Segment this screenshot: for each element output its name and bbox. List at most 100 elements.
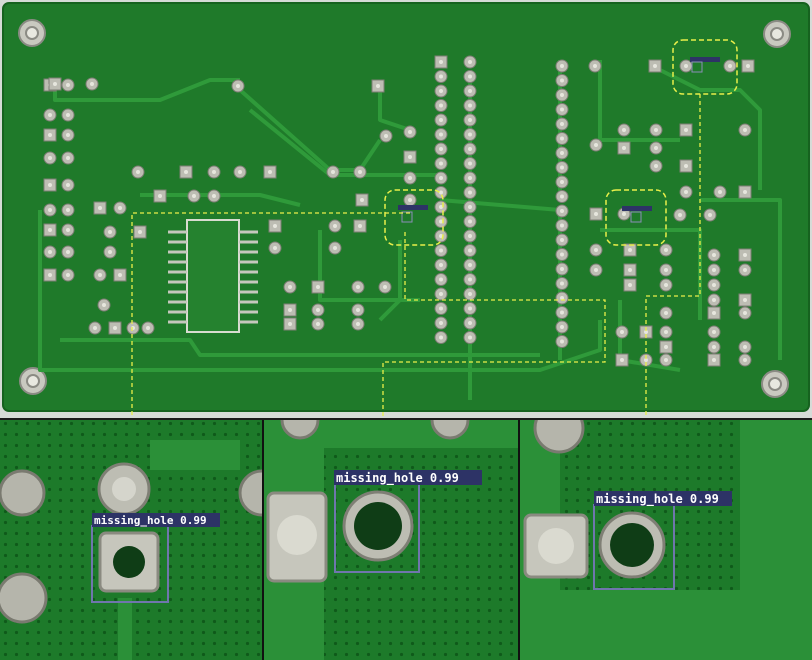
pad-drill <box>98 206 102 210</box>
pad-drill <box>560 93 564 97</box>
pad-drill <box>238 170 242 174</box>
pad-drill <box>644 358 648 362</box>
pad-drill <box>468 219 472 224</box>
zoom-label-1: missing_hole 0.99 <box>94 514 207 527</box>
pad-drill <box>439 103 443 108</box>
zoom-panel-1: missing_hole 0.99 <box>0 420 262 660</box>
pad-drill <box>712 330 716 334</box>
pad-drill <box>439 219 443 224</box>
pad-drill <box>468 205 472 209</box>
pad-drill <box>48 113 52 117</box>
pad-drill <box>684 128 688 132</box>
pad-drill <box>376 84 380 88</box>
pad-drill <box>664 330 668 334</box>
pad-drill <box>408 176 412 180</box>
pad-drill <box>560 209 564 213</box>
pad-drill <box>383 285 387 289</box>
pad-drill <box>594 268 598 272</box>
pad-drill <box>593 64 597 68</box>
pad-drill <box>728 64 732 68</box>
pad-drill <box>48 183 52 187</box>
pad-drill <box>743 128 747 132</box>
pad-drill <box>560 296 564 300</box>
pad-drill <box>48 133 52 137</box>
pad-drill <box>102 303 106 307</box>
pad-drill <box>743 311 747 315</box>
pad-drill <box>628 248 632 252</box>
pad-drill <box>316 285 320 289</box>
pad-drill <box>468 321 472 325</box>
pad-drill <box>560 165 564 170</box>
pad-drill <box>273 224 277 228</box>
pad-drill <box>48 273 52 277</box>
pad-drill <box>468 248 472 253</box>
pad-drill <box>468 306 472 311</box>
pad-drill <box>664 283 668 287</box>
pad-drill <box>288 322 292 326</box>
pad-drill <box>664 311 668 315</box>
pad-drill <box>560 78 564 83</box>
pad-drill <box>439 176 443 180</box>
pad-drill <box>384 134 388 138</box>
pad-drill <box>560 310 564 315</box>
pad-drill <box>712 253 716 257</box>
pad-drill <box>468 277 472 282</box>
pad-drill <box>560 151 564 155</box>
pad-drill <box>138 230 142 234</box>
pad-drill <box>66 133 70 137</box>
pad-drill <box>356 285 360 289</box>
pad-drill <box>316 322 320 326</box>
connector-lines <box>131 94 701 492</box>
pad-drill <box>622 212 626 216</box>
pad-drill <box>654 146 658 150</box>
detection-box-1 <box>384 189 444 246</box>
pad-drill <box>118 273 122 277</box>
pad-drill <box>236 84 240 88</box>
pad-drill <box>743 345 747 349</box>
pcb-pads <box>43 55 755 367</box>
pad-drill <box>743 298 747 302</box>
pad-drill <box>212 170 216 174</box>
pad-drill <box>331 170 335 174</box>
pad-drill <box>664 248 668 252</box>
pad-drill <box>468 60 472 64</box>
pad-drill <box>439 205 443 209</box>
pad-drill <box>468 263 472 267</box>
zoom-label-2: missing_hole 0.99 <box>336 471 459 486</box>
pad-drill <box>288 308 292 312</box>
pad-drill <box>439 277 443 282</box>
pad-drill <box>98 273 102 277</box>
zoom-label-3: missing_hole 0.99 <box>596 492 719 507</box>
pad-drill <box>288 285 292 289</box>
pad-drill <box>358 170 362 174</box>
pad-drill <box>66 156 70 160</box>
pad-drill <box>560 122 564 126</box>
pad-drill <box>468 176 472 180</box>
pad-drill <box>439 74 443 79</box>
pad-drill <box>468 161 472 166</box>
zoom-panel-2: missing_hole 0.99 <box>264 420 518 660</box>
pad-drill <box>622 128 626 132</box>
pad-drill <box>439 234 443 238</box>
pad-drill <box>468 234 472 238</box>
pad-drill <box>184 170 188 174</box>
pad-drill <box>712 311 716 315</box>
pad-drill <box>746 64 750 68</box>
pad-drill <box>90 82 94 86</box>
pad-drill <box>743 268 747 272</box>
pad-drill <box>620 330 624 334</box>
pad-drill <box>439 89 443 93</box>
detection-box-2 <box>605 189 667 246</box>
pad-drill <box>664 358 668 362</box>
pad-drill <box>653 64 657 68</box>
pad-drill <box>712 268 716 272</box>
pad-drill <box>594 143 598 147</box>
pad-drill <box>48 250 52 254</box>
pad-drill <box>560 238 564 242</box>
pad-drill <box>66 183 70 187</box>
pad-drill <box>468 89 472 93</box>
pad-drill <box>560 107 564 112</box>
pad-drill <box>743 253 747 257</box>
pad-drill <box>333 246 337 250</box>
overview-mini-labels <box>398 57 720 223</box>
